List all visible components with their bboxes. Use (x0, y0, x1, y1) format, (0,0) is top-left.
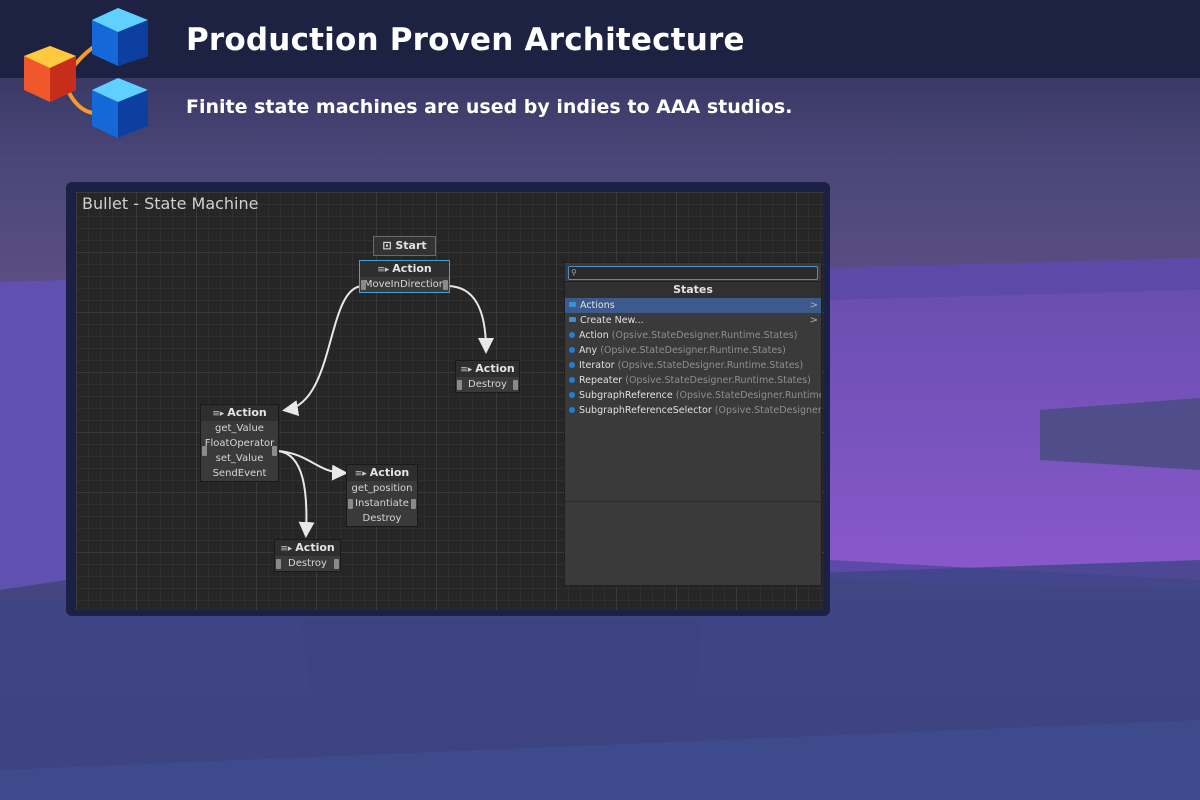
item-label: Actions (580, 300, 615, 311)
connection-wire (277, 450, 348, 481)
node-task: get_position (351, 483, 413, 494)
node-title: Action (369, 466, 410, 479)
states-dropdown-panel: ⚲ States Actions > Create New... > Action … (564, 262, 822, 586)
item-label: Create New... (580, 315, 644, 326)
output-port[interactable] (411, 499, 416, 509)
node-task: SendEvent (212, 468, 267, 479)
start-label: Start (395, 239, 427, 252)
start-node[interactable]: ⊡ Start (373, 236, 436, 256)
search-icon: ⚲ (571, 268, 577, 277)
connection-wire (277, 450, 315, 538)
states-list: Actions > Create New... > Action (Opsive.S… (565, 298, 821, 418)
node-task: Instantiate (355, 498, 409, 509)
action-icon: ≡▸ (377, 265, 390, 275)
node-task: Destroy (362, 513, 402, 524)
state-designer-window: Bullet - State Machine ⊡ Start ≡▸Action … (66, 182, 830, 616)
output-port[interactable] (334, 559, 339, 569)
list-item-state[interactable]: Iterator (Opsive.StateDesigner.Runtime.S… (565, 358, 821, 373)
list-item-state[interactable]: Repeater (Opsive.StateDesigner.Runtime.S… (565, 373, 821, 388)
graph-title: Bullet - State Machine (82, 194, 259, 213)
action-node-move[interactable]: ≡▸Action MoveInDirection (359, 260, 450, 293)
connection-wire (446, 285, 494, 354)
action-node-destroy-bottom[interactable]: ≡▸Action Destroy (274, 539, 341, 572)
item-label: SubgraphReference (579, 390, 673, 401)
node-task: FloatOperator (204, 438, 275, 449)
folder-icon (569, 302, 576, 307)
node-task: set_Value (215, 453, 264, 464)
item-namespace: (Opsive.StateDesigner.Runtime.States) (617, 360, 804, 371)
state-dot-icon (569, 376, 575, 383)
list-item-actions[interactable]: Actions > (565, 298, 821, 313)
input-port[interactable] (202, 446, 207, 456)
item-namespace: (Opsive.StateDesigner.Runti (714, 405, 821, 416)
chevron-right-icon: > (809, 315, 818, 326)
input-port[interactable] (361, 280, 366, 290)
start-icon: ⊡ (382, 239, 392, 252)
item-label: Action (579, 330, 609, 341)
item-namespace: (Opsive.StateDesigner.Runtime.States) (625, 375, 811, 386)
node-title: Action (295, 541, 335, 554)
node-title: Action (392, 262, 432, 275)
action-icon: ≡▸ (354, 469, 367, 479)
output-port[interactable] (443, 280, 448, 290)
state-dot-icon (569, 406, 575, 413)
action-icon: ≡▸ (460, 365, 473, 375)
action-node-value[interactable]: ≡▸Action get_Value FloatOperator set_Val… (200, 404, 279, 482)
banner-title: Production Proven Architecture (186, 22, 745, 58)
banner-subtitle: Finite state machines are used by indies… (186, 96, 793, 118)
item-label: SubgraphReferenceSelector (579, 405, 712, 416)
item-label: Any (579, 345, 598, 356)
state-dot-icon (569, 361, 575, 368)
node-task: Destroy (468, 379, 507, 390)
folder-icon (569, 317, 576, 322)
input-port[interactable] (276, 559, 281, 569)
states-search-input[interactable]: ⚲ (568, 266, 818, 280)
graph-connections (277, 285, 494, 538)
node-task: get_Value (215, 423, 264, 434)
node-task: MoveInDirection (363, 279, 446, 290)
connection-wire (282, 285, 364, 416)
item-namespace: (Opsive.StateDesigner.Runtime.States) (600, 345, 786, 356)
action-icon: ≡▸ (280, 544, 293, 554)
list-item-create-new[interactable]: Create New... > (565, 313, 821, 328)
input-port[interactable] (348, 499, 353, 509)
node-title: Action (475, 362, 515, 375)
list-item-state[interactable]: SubgraphReferenceSelector (Opsive.StateD… (565, 403, 821, 418)
output-port[interactable] (513, 380, 518, 390)
state-dot-icon (569, 331, 575, 338)
action-node-instantiate[interactable]: ≡▸Action get_position Instantiate Destro… (346, 464, 418, 527)
panel-divider (565, 501, 821, 502)
action-node-destroy-right[interactable]: ≡▸Action Destroy (455, 360, 520, 393)
action-icon: ≡▸ (212, 409, 225, 419)
node-title: Action (227, 406, 267, 419)
item-label: Repeater (579, 375, 623, 386)
output-port[interactable] (272, 446, 277, 456)
state-machine-logo-icon (24, 8, 148, 138)
chevron-right-icon: > (809, 300, 818, 311)
node-task: Destroy (288, 558, 327, 569)
item-namespace: (Opsive.StateDesigner.Runtime.States) (611, 330, 798, 341)
list-item-state[interactable]: SubgraphReference (Opsive.StateDesigner.… (565, 388, 821, 403)
input-port[interactable] (457, 380, 462, 390)
state-dot-icon (569, 391, 575, 398)
header-bar (0, 0, 1200, 78)
list-item-state[interactable]: Action (Opsive.StateDesigner.Runtime.Sta… (565, 328, 821, 343)
list-item-state[interactable]: Any (Opsive.StateDesigner.Runtime.States… (565, 343, 821, 358)
graph-canvas[interactable]: Bullet - State Machine ⊡ Start ≡▸Action … (76, 192, 824, 610)
item-label: Iterator (579, 360, 615, 371)
item-namespace: (Opsive.StateDesigner.Runtime.Stat (675, 390, 821, 401)
state-dot-icon (569, 346, 575, 353)
panel-title: States (565, 281, 821, 299)
